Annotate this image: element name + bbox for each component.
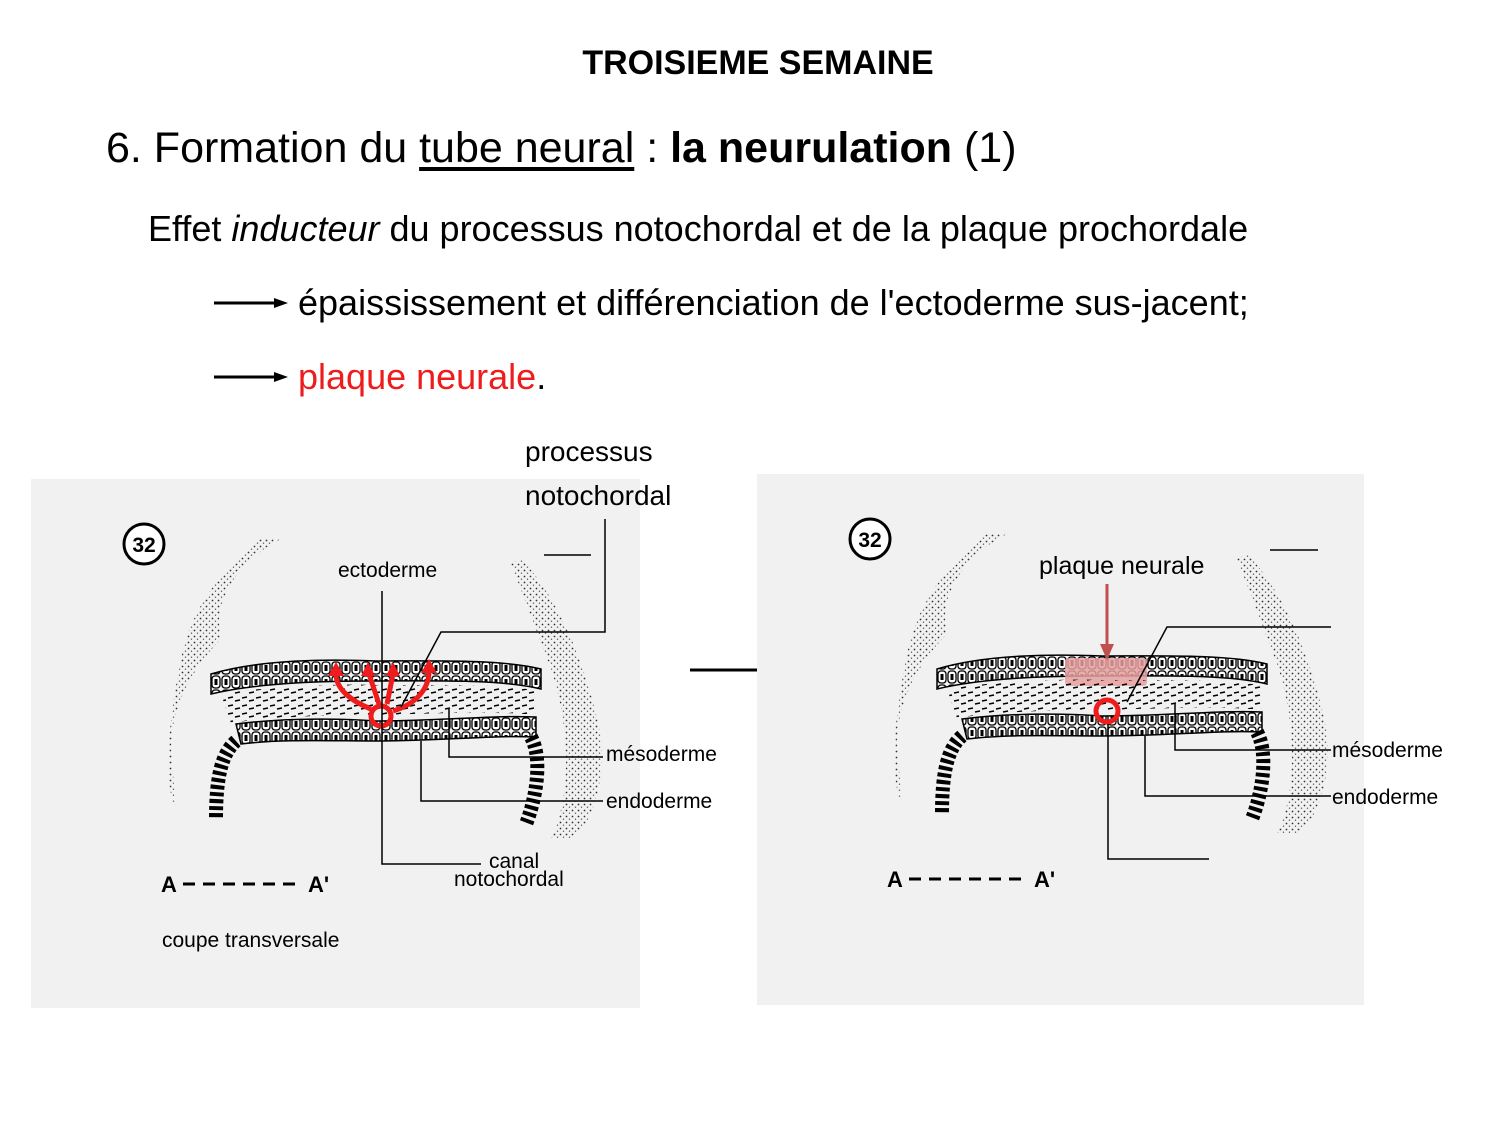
label-canal: canal: [489, 850, 540, 873]
amnion-wall-right: [511, 559, 602, 839]
section-heading: 6. Formation du tube neural : la neurula…: [106, 124, 1017, 173]
label-mesoderme: mésoderme: [1332, 739, 1443, 762]
figure-badge: [848, 517, 892, 561]
yolk-sac-wall-right: [519, 733, 545, 827]
heading-sep: :: [634, 124, 671, 172]
label-plaque-neurale: plaque neurale: [1039, 552, 1205, 580]
amnion-wall-left: [894, 534, 1007, 804]
label-mesoderme: mésoderme: [606, 743, 717, 766]
figure-badge: [122, 522, 166, 566]
amnion-wall-right: [1237, 554, 1328, 834]
figure-badge-number: 32: [858, 529, 881, 552]
figure-right-panel: 32 A A' mésoderme endoderme plaque neura…: [757, 474, 1443, 1005]
neural-plate-highlight: [1065, 658, 1147, 686]
induction-arrowheads: [328, 659, 437, 676]
arrow-right-icon: [214, 298, 288, 308]
bullet-1-text: épaississement et différenciation de l'e…: [298, 282, 1249, 323]
label-canal-notochordal: notochordal: [454, 868, 564, 891]
embryo-section-diagram-left: 32 A A': [122, 519, 606, 897]
heading-suffix: (1): [952, 124, 1017, 172]
leader-lines: [381, 519, 606, 865]
effect-before: Effet: [148, 208, 232, 249]
figure-left-panel: 32 A A': [31, 479, 717, 1008]
effect-line: Effet inducteur du processus notochordal…: [148, 208, 1248, 250]
plaque-arrow-icon: [1100, 644, 1114, 660]
heading-prefix: 6. Formation du: [106, 124, 420, 172]
label-ectoderme: ectoderme: [338, 559, 438, 582]
leader-lines: [1107, 549, 1331, 860]
effect-after: du processus notochordal et de la plaque…: [379, 208, 1249, 249]
arrow-right-icon: [214, 372, 288, 382]
caption-coupe: coupe transversale: [162, 929, 340, 952]
heading-underlined: tube neural: [419, 124, 635, 172]
endoderm-layer: [235, 715, 537, 745]
notochordal-canal-marker: [1093, 697, 1121, 725]
label-processus-notochordal: notochordal: [525, 480, 672, 511]
yolk-sac-wall-right: [1245, 728, 1271, 822]
axis-label-a: A: [161, 872, 177, 897]
figure-badge-number: 32: [132, 534, 155, 557]
heading-bold: la neurulation: [670, 124, 953, 172]
induction-arrows: [333, 670, 432, 729]
embryo-section-diagram-right: 32 A A': [848, 517, 1331, 892]
ectoderm-layer: [210, 659, 542, 695]
bullet-2-text: plaque neurale: [298, 356, 537, 397]
endoderm-layer: [961, 710, 1263, 740]
label-processus: processus: [525, 436, 653, 467]
label-endoderme: endoderme: [606, 790, 713, 813]
label-endoderme: endoderme: [1332, 786, 1439, 809]
axis-label-a: A: [887, 867, 903, 892]
axis-label-a-prime: A': [1034, 867, 1055, 892]
yolk-sac-wall-left: [935, 730, 967, 815]
bullet-2-trail: .: [536, 356, 547, 397]
yolk-sac-wall-left: [209, 735, 241, 820]
effect-italic: inducteur: [231, 208, 380, 249]
amnion-wall-left: [168, 539, 281, 809]
axis-label-a-prime: A': [308, 872, 329, 897]
slide-title: TROISIEME SEMAINE: [582, 44, 934, 82]
